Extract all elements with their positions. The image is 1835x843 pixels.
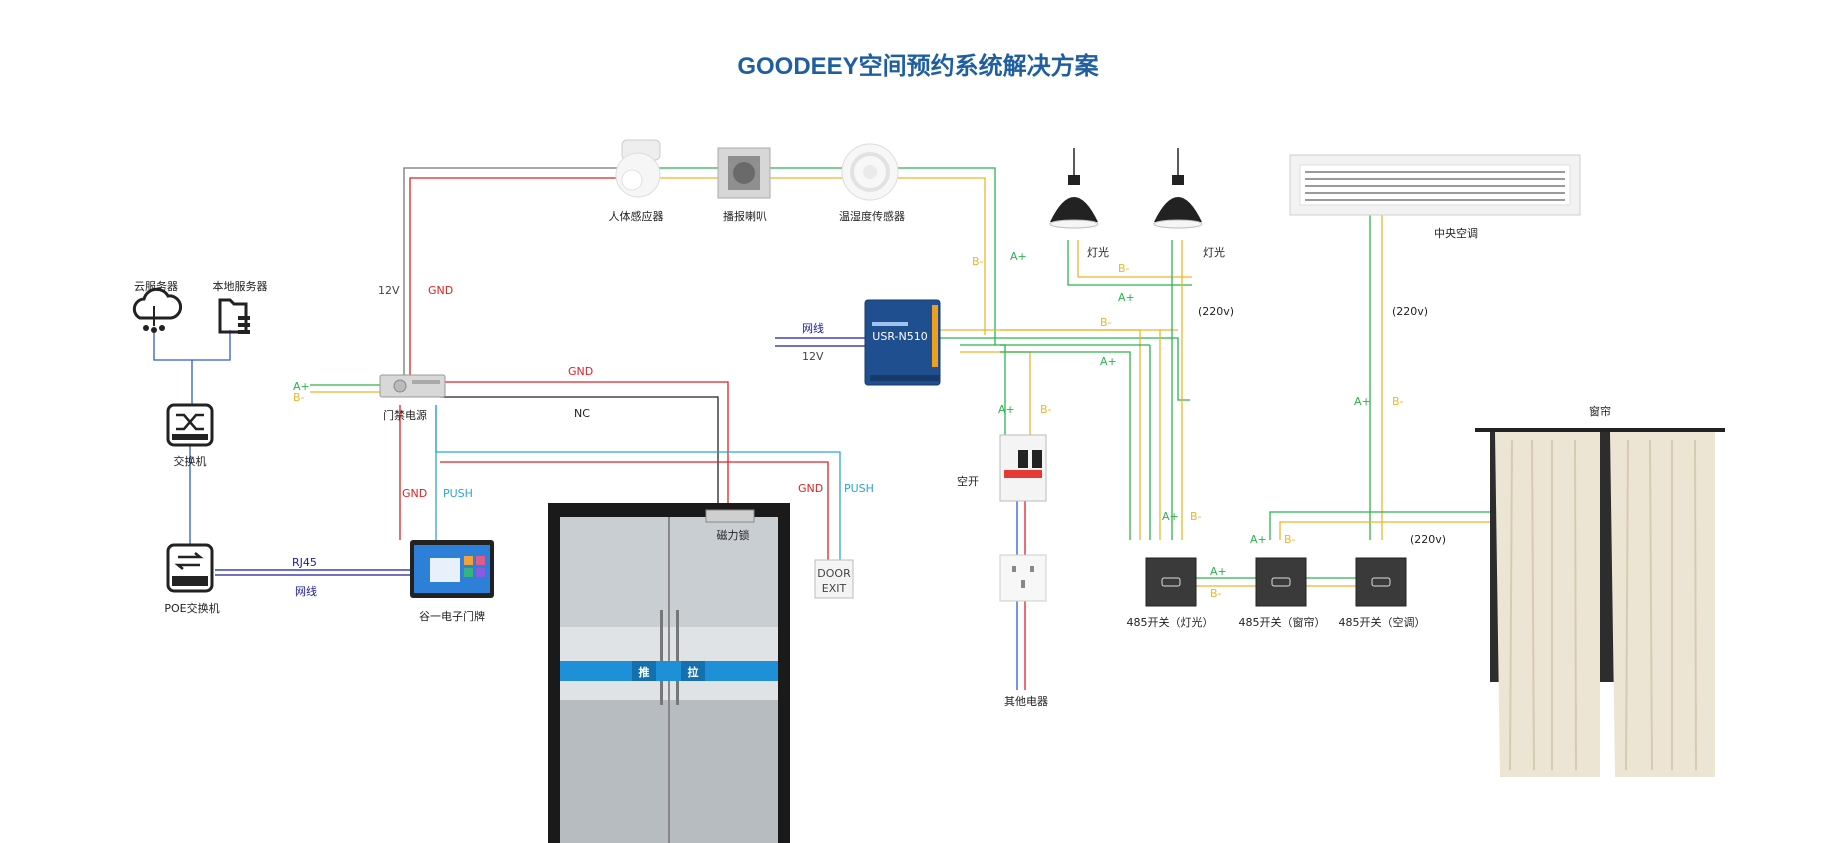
cloud-server-label: 云服务器 (134, 280, 178, 293)
label-ap-ac: A+ (1354, 395, 1371, 408)
wire-curtain-green (1269, 511, 1490, 540)
label-bm-sw3: B- (1284, 533, 1296, 546)
light-2-icon (1153, 175, 1203, 229)
socket-icon (999, 554, 1047, 602)
label-push-low: PUSH (443, 487, 473, 500)
label-gnd-low: GND (402, 487, 427, 500)
door-power-icon (379, 374, 446, 398)
breaker-icon (999, 434, 1047, 502)
wire-gnd-top (409, 177, 640, 375)
door-pull-text: 拉 (688, 665, 699, 679)
switch-curtain-label: 485开关（窗帘） (1239, 615, 1326, 629)
rs485-model-text: USR-N510 (872, 330, 927, 343)
label-nc: NC (574, 407, 590, 420)
wire-gnd-exit (440, 461, 829, 560)
wire-485-ap (940, 337, 1190, 401)
switch-light-label: 485开关（灯光） (1127, 615, 1214, 629)
temp-sensor-icon (841, 143, 899, 201)
speaker-label: 播报喇叭 (723, 209, 767, 223)
poe-switch-icon (166, 543, 214, 593)
label-bm-light: B- (1118, 262, 1130, 275)
label-ap-sw1: A+ (1162, 510, 1179, 523)
switch-ac-icon (1355, 557, 1407, 607)
breaker-label: 空开 (957, 474, 979, 488)
switch-label: 交换机 (174, 454, 207, 468)
wire-485-breaker-green (960, 344, 1006, 440)
label-gnd-top: GND (428, 284, 453, 297)
door-panel-device (410, 540, 494, 598)
wire-nc-maglock (440, 396, 719, 510)
wires (153, 148, 1490, 690)
curtain-icon (1475, 428, 1725, 777)
switch-ac-label: 485开关（空调） (1339, 615, 1426, 629)
label-ap-light: A+ (1118, 291, 1135, 304)
label-push-exit: PUSH (844, 482, 874, 495)
human-sensor-icon (615, 139, 661, 198)
wire-sensor-bus-green (640, 167, 996, 345)
label-gnd-mid: GND (568, 365, 593, 378)
exit-button-bottom-text: EXIT (822, 582, 847, 595)
speaker-icon (717, 147, 771, 199)
wire-labels: 12V GND A+ B- GND NC GND PUSH GND PUSH R… (292, 250, 1446, 600)
label-12v-left: 12V (378, 284, 400, 297)
rs485-module-device: USR-N510 (864, 299, 941, 386)
door-power-label: 门禁电源 (383, 408, 427, 422)
human-sensor-label: 人体感应器 (609, 209, 664, 223)
label-ap-485: A+ (1100, 355, 1117, 368)
label-netline-poe: 网线 (295, 584, 317, 598)
label-bm-485: B- (1100, 316, 1112, 329)
switch-light-icon (1145, 557, 1197, 607)
label-ap-sw3: A+ (1250, 533, 1267, 546)
light-1-label: 灯光 (1087, 245, 1109, 259)
label-220v-ac: (220v) (1392, 305, 1428, 318)
exit-button-device: DOOR EXIT (814, 559, 854, 599)
curtain-label: 窗帘 (1589, 404, 1611, 418)
label-ap-left: A+ (293, 380, 310, 393)
wire-12v-top (403, 167, 640, 375)
label-bm-sensor: B- (972, 255, 984, 268)
switch-icon (166, 403, 214, 447)
label-netline-485: 网线 (802, 321, 824, 335)
temp-sensor-label: 温湿度传感器 (839, 209, 905, 223)
maglock-label: 磁力锁 (717, 528, 750, 542)
label-220v-light: (220v) (1198, 305, 1234, 318)
local-server-label: 本地服务器 (213, 279, 268, 293)
exit-button-top-text: DOOR (817, 567, 851, 580)
light-1-icon (1049, 175, 1099, 229)
light-2-label: 灯光 (1203, 245, 1225, 259)
label-ap-sw2: A+ (1210, 565, 1227, 578)
cloud-server-icon (132, 287, 183, 333)
label-ap-sensor: A+ (1010, 250, 1027, 263)
door-push-text: 推 (639, 665, 650, 679)
switch-curtain-icon (1255, 557, 1307, 607)
other-appliance-label: 其他电器 (1004, 695, 1048, 708)
label-220v-curtain: (220v) (1410, 533, 1446, 546)
wire-485-breaker-yellow (960, 351, 1031, 440)
maglock-icon (705, 509, 755, 523)
wire-curtain-yellow (1279, 521, 1490, 540)
local-server-icon (218, 298, 250, 334)
label-bm-sw1: B- (1190, 510, 1202, 523)
wire-light1-green (1067, 240, 1192, 286)
label-gnd-exit: GND (798, 482, 823, 495)
poe-switch-label: POE交换机 (164, 601, 219, 615)
label-12v-485: 12V (802, 350, 824, 363)
label-bm-breaker: B- (1040, 403, 1052, 416)
label-bm-ac: B- (1392, 395, 1404, 408)
label-rj45: RJ45 (292, 556, 317, 569)
wire-bm-sw1 (1000, 329, 1141, 540)
wire-servers-to-switch (153, 330, 231, 361)
label-bm-sw2: B- (1210, 587, 1222, 600)
central-ac-label: 中央空调 (1434, 226, 1478, 240)
glass-door: 推 拉 (548, 503, 790, 843)
page-title: GOODEEY空间预约系统解决方案 (737, 52, 1099, 80)
door-panel-label: 谷一电子门牌 (419, 609, 485, 623)
wire-gnd-maglock (440, 381, 729, 510)
label-ap-breaker: A+ (998, 403, 1015, 416)
label-bm-left: B- (293, 391, 305, 404)
central-ac-icon (1289, 154, 1581, 216)
wire-ap-sw1 (1000, 351, 1131, 540)
wire-light1-yellow (1077, 240, 1192, 278)
